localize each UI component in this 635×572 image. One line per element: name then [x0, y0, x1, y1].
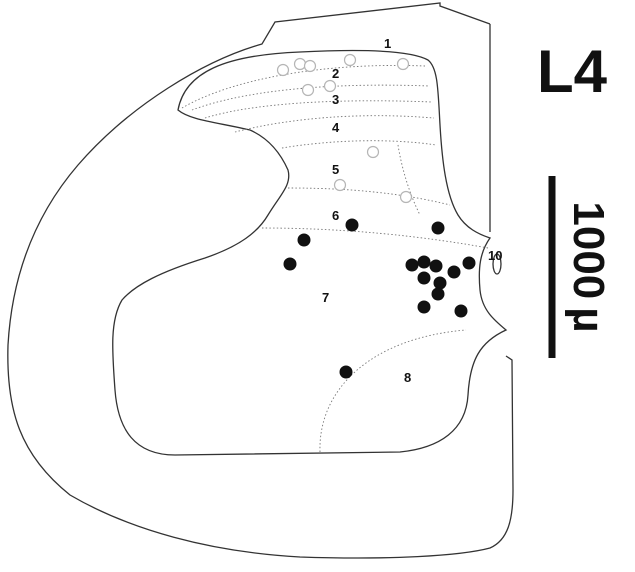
lamina-label-1: 1 — [384, 36, 391, 51]
open-cell — [396, 57, 410, 71]
scale-bar-value: 1000 — [564, 201, 613, 299]
segment-label: L4 — [537, 38, 608, 105]
filled-cell — [447, 265, 461, 279]
open-cell — [301, 83, 315, 97]
open-cell — [343, 53, 357, 67]
lamina-boundary-3 — [204, 100, 433, 119]
cord-outline — [7, 2, 514, 559]
open-cell — [293, 57, 307, 71]
filled-cell-markers — [283, 218, 476, 379]
scale-bar-label: 1000 µ — [564, 201, 613, 332]
lamina-boundary-8 — [319, 329, 467, 453]
open-cell — [303, 59, 317, 73]
open-cell — [323, 79, 337, 93]
scale-bar-unit: µ — [564, 307, 613, 332]
filled-cell — [417, 255, 431, 269]
lamina-label-6: 6 — [332, 208, 339, 223]
open-cell — [276, 63, 290, 77]
open-cell — [333, 178, 347, 192]
lamina-label-4: 4 — [332, 120, 340, 135]
lamina-label-10: 10 — [488, 248, 502, 263]
filled-cell — [405, 258, 419, 272]
lamina-boundary-7 — [261, 227, 489, 249]
lamina-label-3: 3 — [332, 92, 339, 107]
lamina-label-2: 2 — [332, 66, 339, 81]
central-canal — [492, 253, 502, 275]
filled-cell — [433, 276, 447, 290]
filled-cell — [417, 271, 431, 285]
lamina-boundary-4 — [234, 115, 435, 133]
lamina-label-8: 8 — [404, 370, 411, 385]
open-cell — [399, 190, 413, 204]
lamina-boundary-4-5 — [397, 144, 421, 216]
grey-matter-outline — [112, 49, 508, 456]
lamina-boundary-1 — [181, 65, 426, 109]
filled-cell — [429, 259, 443, 273]
lamina-label-7: 7 — [322, 290, 329, 305]
filled-cell — [462, 256, 476, 270]
lamina-boundary-5 — [281, 140, 437, 149]
open-cell-markers — [276, 53, 413, 204]
filled-cell — [431, 221, 445, 235]
filled-cell — [297, 233, 311, 247]
filled-cell — [345, 218, 359, 232]
lamina-label-5: 5 — [332, 162, 339, 177]
filled-cell — [417, 300, 431, 314]
lamina-boundary-6 — [287, 187, 451, 206]
filled-cell — [454, 304, 468, 318]
filled-cell — [431, 287, 445, 301]
lamina-boundary-2 — [191, 84, 431, 111]
filled-cell — [339, 365, 353, 379]
filled-cell — [283, 257, 297, 271]
open-cell — [366, 145, 380, 159]
